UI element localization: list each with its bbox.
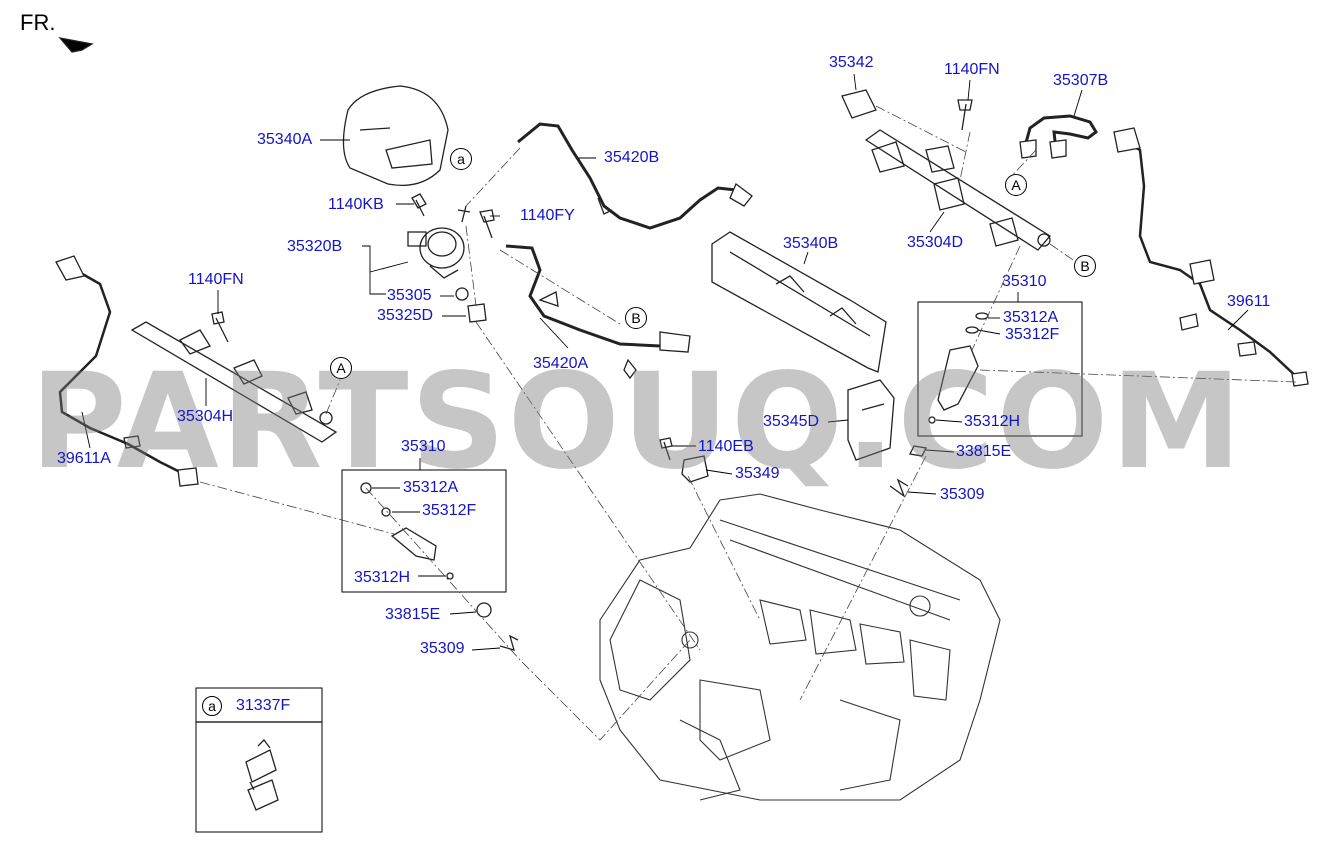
fuel-pipe-35420A — [505, 244, 683, 348]
callout-B-left: B — [625, 307, 647, 329]
bolt-1140FN-left-icon — [211, 311, 229, 343]
part-label-35312H-left[interactable]: 35312H — [354, 569, 411, 586]
plug-35325D-icon — [467, 303, 487, 323]
part-label-35312A-left[interactable]: 35312A — [403, 479, 459, 496]
part-label-35312F-left[interactable]: 35312F — [422, 502, 477, 519]
part-label-35304D[interactable]: 35304D — [907, 234, 964, 251]
part-label-35420B[interactable]: 35420B — [604, 149, 660, 166]
part-label-39611[interactable]: 39611 — [1227, 293, 1271, 310]
callout-A-right: A — [1005, 174, 1027, 196]
part-label-1140FN-left[interactable]: 1140FN — [188, 271, 244, 288]
part-label-35310-right[interactable]: 35310 — [1002, 273, 1047, 290]
legend-box — [195, 687, 323, 833]
part-label-35312A-right[interactable]: 35312A — [1003, 309, 1059, 326]
bracket-35349-icon — [681, 455, 709, 483]
bolt-1140FY-icon — [479, 209, 495, 239]
part-label-35307B[interactable]: 35307B — [1053, 72, 1109, 89]
part-label-33815E-left[interactable]: 33815E — [385, 606, 441, 623]
part-label-35342[interactable]: 35342 — [829, 54, 874, 71]
fuel-pump-35320B — [407, 227, 465, 279]
part-label-35310-left[interactable]: 35310 — [401, 438, 446, 455]
cover-35345D — [847, 379, 895, 461]
part-label-35309-right[interactable]: 35309 — [940, 486, 985, 503]
callout-a: a — [450, 148, 472, 170]
part-label-35349[interactable]: 35349 — [735, 465, 780, 482]
sensor-35342-icon — [841, 89, 877, 119]
part-label-31337F[interactable]: 31337F — [236, 697, 291, 714]
part-label-35340A[interactable]: 35340A — [257, 131, 313, 148]
part-label-35312F-right[interactable]: 35312F — [1005, 326, 1060, 343]
fuel-rail-35304H — [130, 321, 338, 443]
part-label-33815E-right[interactable]: 33815E — [956, 443, 1012, 460]
seal-33815E-left-icon — [476, 602, 492, 618]
part-label-1140FY[interactable]: 1140FY — [520, 207, 575, 224]
part-label-39611A[interactable]: 39611A — [57, 450, 111, 467]
bolt-a-icon — [457, 205, 471, 223]
fuel-pipe-35420B — [517, 122, 737, 230]
legend-callout-a: a — [202, 696, 222, 716]
clamp-31337F-icon — [245, 739, 279, 811]
part-label-35320B[interactable]: 35320B — [287, 238, 343, 255]
injector-box-right — [917, 301, 1083, 437]
part-label-35309-left[interactable]: 35309 — [420, 640, 465, 657]
engine-cover-35340A — [342, 85, 449, 187]
seal-33815E-right-icon — [909, 445, 927, 457]
injector-right-icon — [937, 345, 979, 411]
clip-35309-left-icon — [499, 634, 519, 651]
injector-box-left — [341, 469, 507, 593]
part-label-35305[interactable]: 35305 — [387, 287, 432, 304]
clip-35309-right-icon — [889, 478, 909, 498]
bolt-1140KB-icon — [411, 193, 427, 217]
callout-B-right: B — [1074, 255, 1096, 277]
harness-39611 — [1121, 138, 1301, 381]
front-arrow-icon — [58, 37, 94, 53]
part-label-1140FN-right[interactable]: 1140FN — [944, 61, 1000, 78]
watermark-text: PARTSOUQ.COM — [30, 345, 1244, 499]
part-label-1140KB[interactable]: 1140KB — [328, 196, 384, 213]
bolt-1140FN-right-icon — [957, 99, 973, 131]
part-label-35312H-right[interactable]: 35312H — [964, 413, 1021, 430]
part-label-35345D[interactable]: 35345D — [763, 413, 820, 430]
injector-left-icon — [390, 527, 437, 561]
fuel-rail-35304D — [864, 129, 1051, 251]
part-label-35420A[interactable]: 35420A — [533, 355, 589, 372]
oring-35305-icon — [455, 287, 469, 301]
harness-39611A — [58, 266, 197, 482]
callout-A-left: A — [330, 357, 352, 379]
part-label-35340B[interactable]: 35340B — [783, 235, 839, 252]
engine-block — [599, 493, 1001, 801]
front-direction-label: FR. — [20, 10, 56, 35]
part-label-1140EB[interactable]: 1140EB — [698, 438, 754, 455]
fuel-pipe-35307B — [1022, 114, 1098, 151]
part-label-35304H[interactable]: 35304H — [177, 408, 234, 425]
part-label-35325D[interactable]: 35325D — [377, 307, 434, 324]
